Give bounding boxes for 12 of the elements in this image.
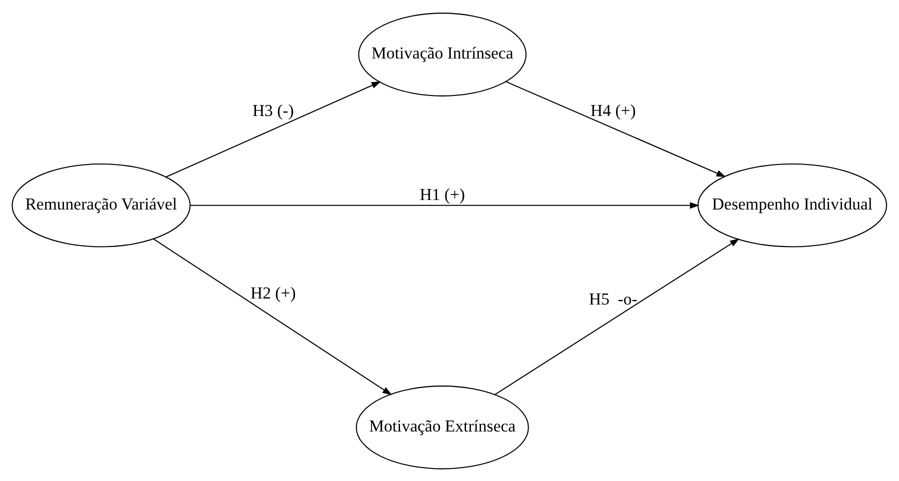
arrow bbox=[153, 238, 392, 395]
arrow bbox=[190, 202, 700, 208]
edge-label: H3 (-) bbox=[252, 100, 294, 120]
arrow bbox=[494, 238, 740, 394]
arrow bbox=[166, 80, 381, 177]
edge-label: H5 -o- bbox=[588, 289, 638, 308]
arrow bbox=[506, 80, 726, 177]
edge-label: H4 (+) bbox=[590, 100, 636, 120]
edge-label: H2 (+) bbox=[250, 282, 296, 302]
edge-label: H1 (+) bbox=[420, 184, 466, 204]
node-ellipse: Motivação Intrínseca bbox=[358, 12, 527, 96]
node-ellipse: Remuneração Variável bbox=[12, 163, 191, 247]
